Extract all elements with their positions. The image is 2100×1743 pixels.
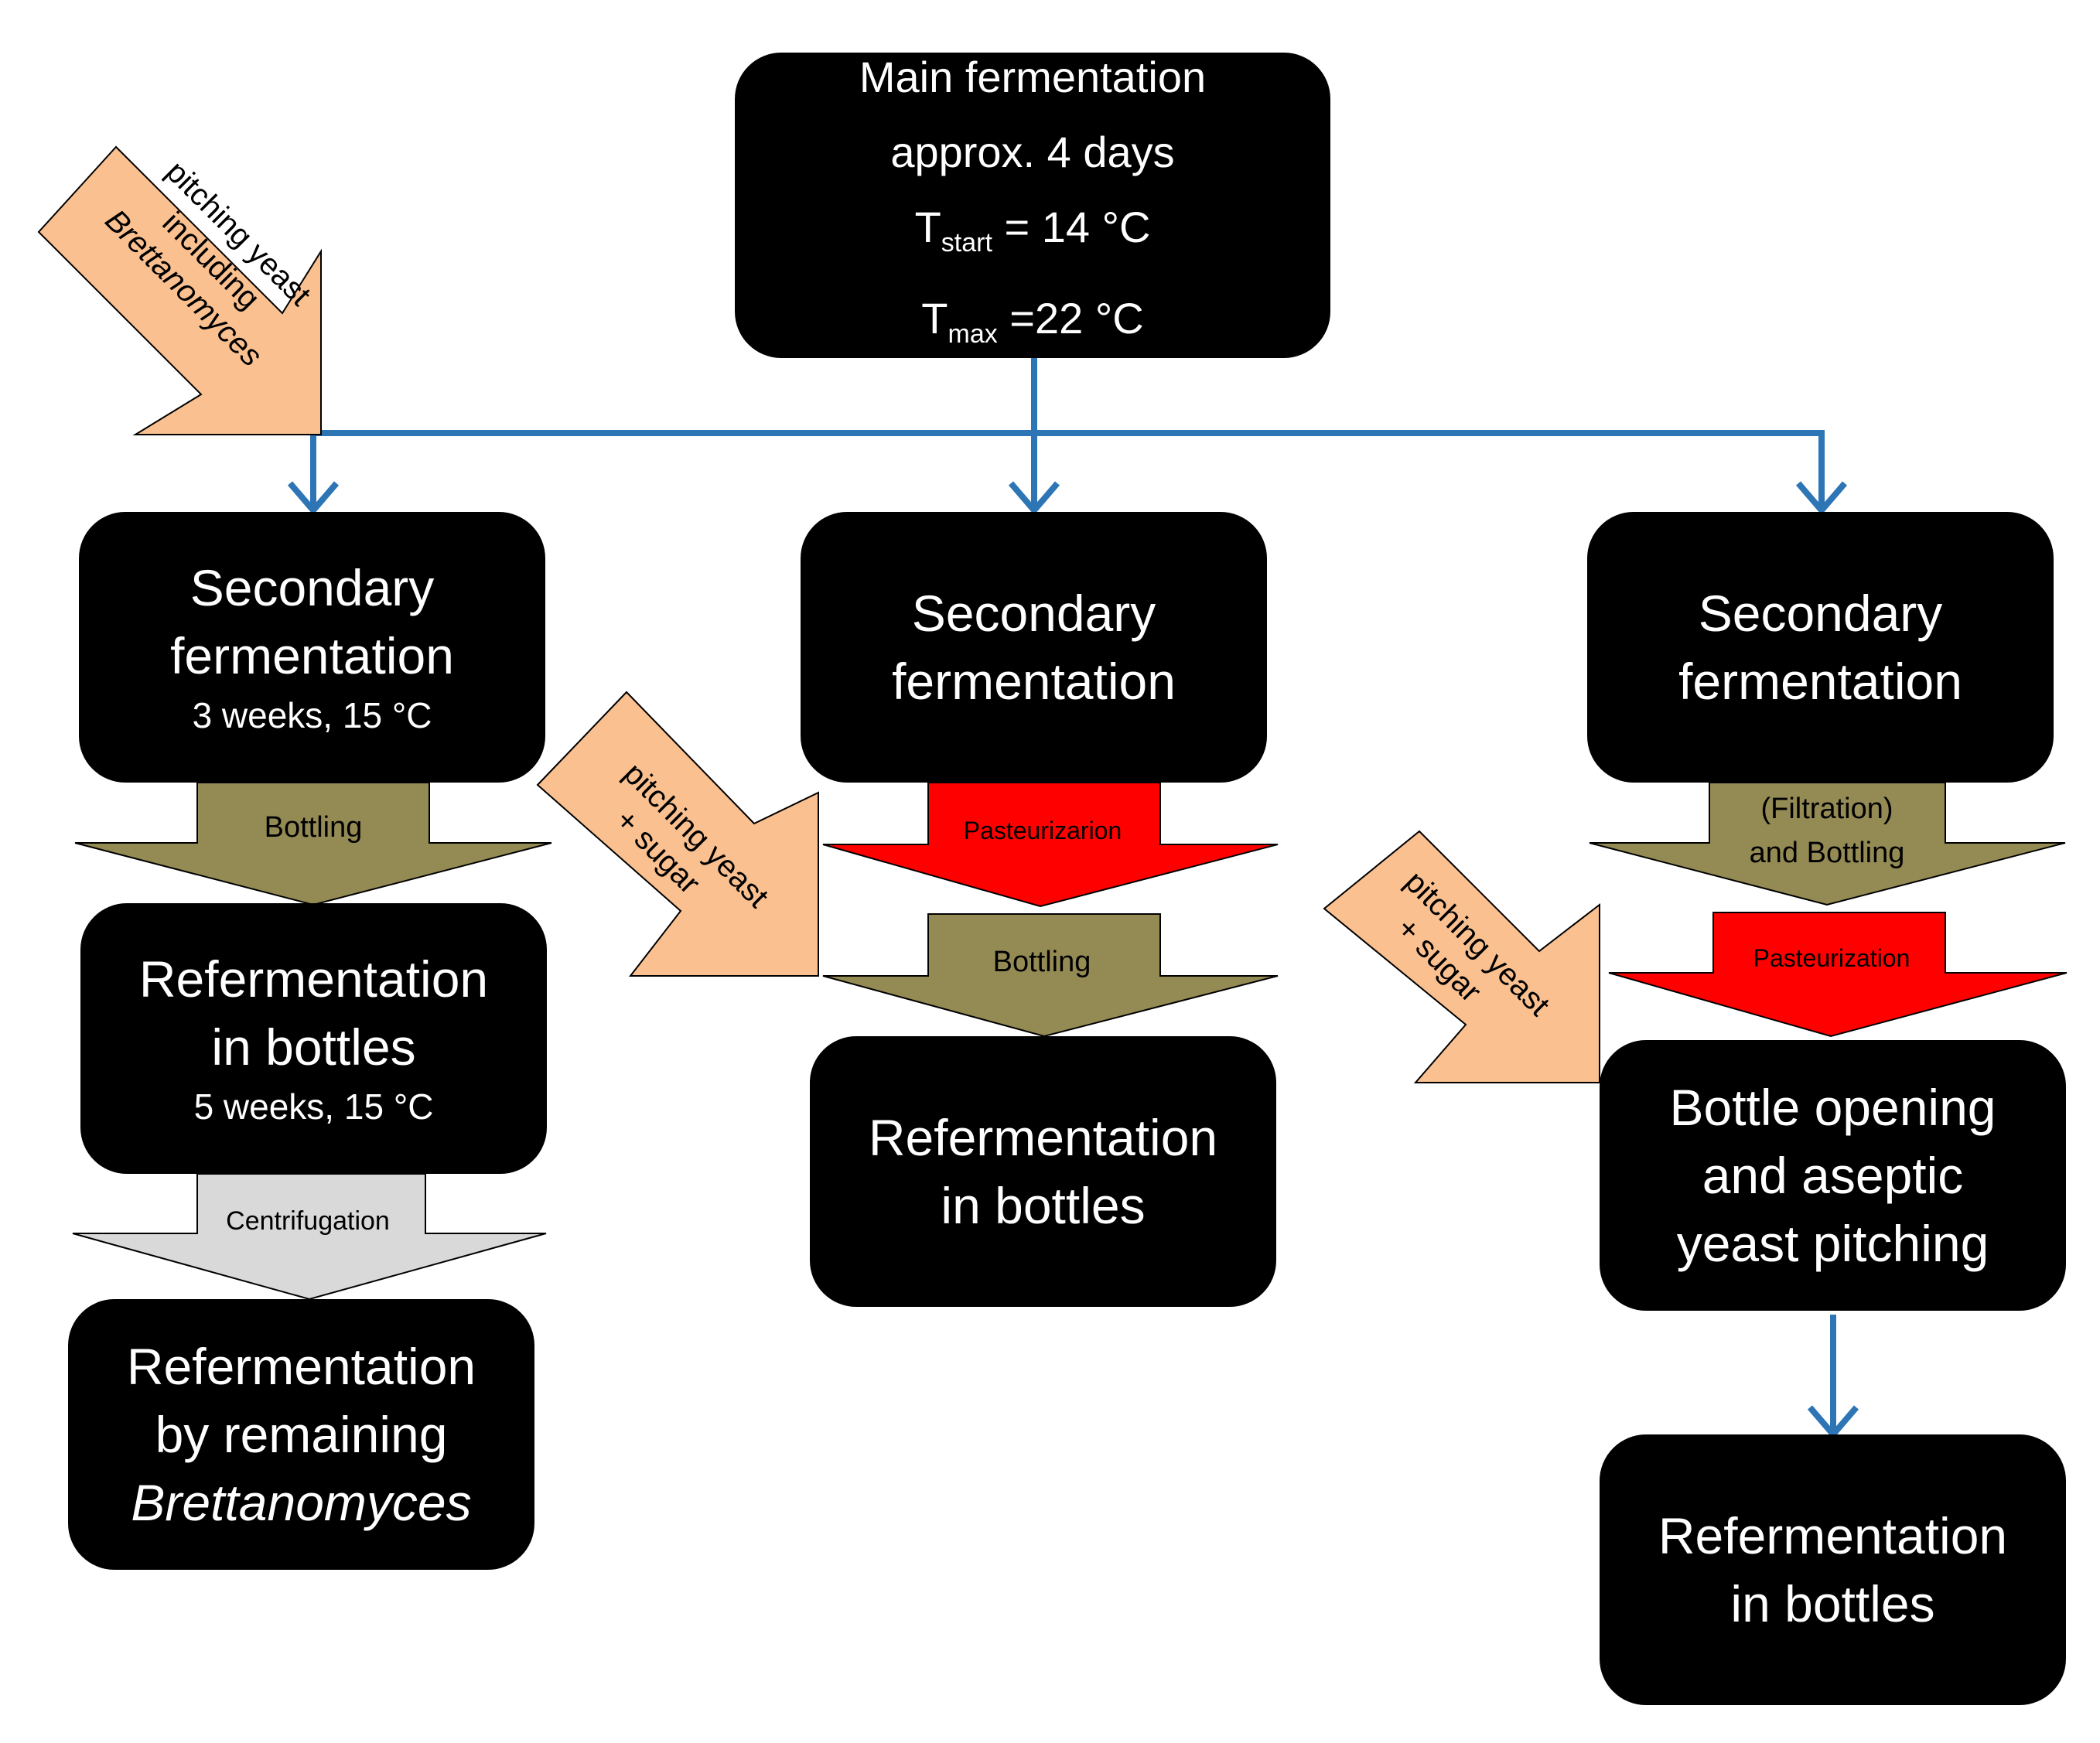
pasteurization-label-middle: Pasteurizarion bbox=[964, 817, 1122, 844]
right-final-line1: Refermentation bbox=[1658, 1507, 2008, 1564]
filtration-label-line2: and Bottling bbox=[1750, 837, 1905, 869]
pasteurization-label-right: Pasteurization bbox=[1753, 944, 1910, 972]
right-final-box: Refermentation in bottles bbox=[1600, 1434, 2066, 1705]
tstart-value: = 14 °C bbox=[992, 202, 1151, 251]
main-fermentation-title: Main fermentation bbox=[859, 52, 1207, 101]
right-opening-line2: and aseptic bbox=[1702, 1147, 1964, 1204]
left-secondary-fermentation-box: Secondary fermentation 3 weeks, 15 °C bbox=[79, 512, 545, 783]
pitching-arrow-sugar-middle bbox=[536, 691, 819, 977]
left-secondary-line2: fermentation bbox=[170, 627, 454, 684]
tstart-symbol: T bbox=[914, 202, 941, 251]
pitching-arrow-brett bbox=[37, 145, 322, 435]
connector-horizontal bbox=[310, 430, 1825, 507]
left-final-line3: Brettanomyces bbox=[131, 1474, 472, 1531]
left-refermentation-detail: 5 weeks, 15 °C bbox=[193, 1086, 434, 1127]
bottling-label-middle: Bottling bbox=[993, 946, 1091, 978]
tstart-subscript: start bbox=[941, 227, 992, 258]
main-fermentation-box: Main fermentation approx. 4 days Tstart … bbox=[735, 53, 1330, 358]
right-secondary-line2: fermentation bbox=[1678, 653, 1962, 710]
left-final-box: Refermentation by remaining Brettanomyce… bbox=[68, 1299, 534, 1570]
middle-final-box: Refermentation in bottles bbox=[810, 1036, 1276, 1307]
tmax-subscript: max bbox=[948, 319, 998, 349]
pasteurization-arrow-right bbox=[1608, 912, 2068, 1038]
arrowhead-right bbox=[1795, 481, 1848, 516]
left-secondary-detail: 3 weeks, 15 °C bbox=[192, 695, 432, 735]
pitching-arrow-sugar-right bbox=[1323, 830, 1600, 1083]
main-fermentation-duration: approx. 4 days bbox=[890, 127, 1175, 176]
middle-secondary-line2: fermentation bbox=[892, 653, 1176, 710]
left-refermentation-box: Refermentation in bottles 5 weeks, 15 °C bbox=[80, 903, 547, 1174]
left-final-line1: Refermentation bbox=[126, 1338, 476, 1395]
connector-arrowheads bbox=[287, 481, 1859, 1440]
main-fermentation-tstart: Tstart = 14 °C bbox=[915, 189, 1151, 281]
tmax-value: =22 °C bbox=[997, 293, 1144, 343]
pasteurization-arrow-middle bbox=[822, 782, 1279, 908]
middle-final-line1: Refermentation bbox=[868, 1109, 1218, 1166]
right-final-line2: in bottles bbox=[1730, 1575, 1935, 1632]
middle-final-line2: in bottles bbox=[941, 1177, 1146, 1234]
left-secondary-line1: Secondary bbox=[190, 559, 435, 616]
main-fermentation-tmax: Tmax =22 °C bbox=[921, 281, 1143, 372]
bottling-arrow-middle bbox=[822, 913, 1279, 1038]
arrowhead-middle bbox=[1008, 481, 1060, 516]
centrifugation-label: Centrifugation bbox=[226, 1206, 390, 1236]
right-opening-box: Bottle opening and aseptic yeast pitchin… bbox=[1600, 1040, 2066, 1311]
filtration-label-line1: (Filtration) bbox=[1760, 793, 1893, 825]
right-opening-line3: yeast pitching bbox=[1676, 1215, 1989, 1272]
middle-secondary-fermentation-box: Secondary fermentation bbox=[801, 512, 1267, 783]
bottling-arrow-left bbox=[74, 782, 552, 906]
left-final-line2: by remaining bbox=[155, 1406, 448, 1463]
right-secondary-fermentation-box: Secondary fermentation bbox=[1587, 512, 2054, 783]
right-opening-line1: Bottle opening bbox=[1669, 1079, 1996, 1136]
right-secondary-line1: Secondary bbox=[1698, 585, 1943, 642]
arrowhead-left bbox=[287, 481, 340, 516]
centrifugation-arrow bbox=[72, 1173, 547, 1301]
left-refermentation-line1: Refermentation bbox=[138, 950, 489, 1008]
bottling-label-left: Bottling bbox=[265, 811, 363, 844]
filtration-bottling-arrow bbox=[1589, 782, 2066, 906]
middle-secondary-line1: Secondary bbox=[911, 585, 1156, 642]
connector-lines bbox=[310, 356, 1836, 1431]
left-refermentation-line2: in bottles bbox=[211, 1018, 416, 1076]
tmax-symbol: T bbox=[921, 293, 948, 343]
